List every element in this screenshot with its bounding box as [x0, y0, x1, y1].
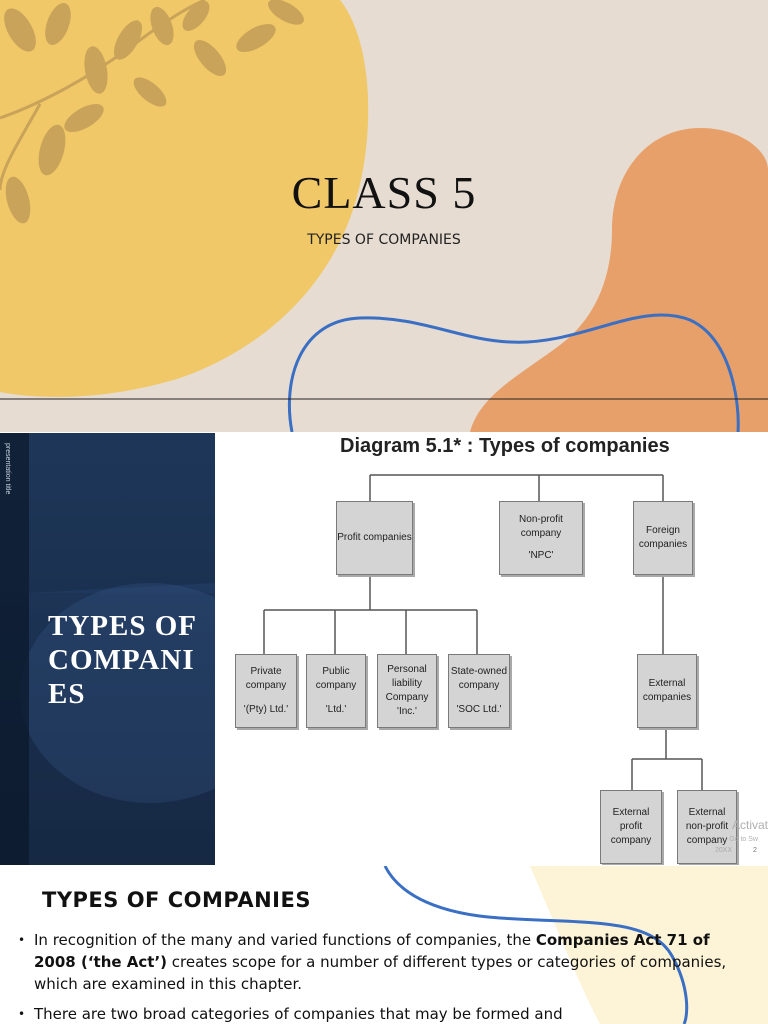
- box-public-company: Public company 'Ltd.': [306, 654, 366, 728]
- box-label: companies: [638, 539, 688, 550]
- decorative-background: [383, 866, 768, 1024]
- box-label: Profit companies: [337, 532, 412, 543]
- box-label: 'SOC Ltd.': [456, 704, 502, 715]
- bullet-text: In recognition of the many and varied fu…: [34, 931, 536, 949]
- slide-page-number: 2: [753, 847, 757, 854]
- box-label: company: [245, 680, 287, 691]
- box-private-company: Private company '(Pty) Ltd.': [235, 654, 297, 728]
- decorative-background: [0, 0, 768, 432]
- activation-watermark: Activat: [731, 818, 768, 832]
- list-item: • In recognition of the many and varied …: [18, 929, 738, 995]
- bullet-text: There are two broad categories of compan…: [34, 1005, 563, 1023]
- text-slide: TYPES OF COMPANIES • In recognition of t…: [0, 866, 768, 1024]
- box-label: company: [610, 835, 652, 846]
- box-label: 'Ltd.': [325, 704, 347, 715]
- diagram-connectors: [263, 474, 703, 790]
- box-foreign-companies: Foreign companies: [633, 501, 693, 575]
- box-label: 'NPC': [528, 550, 554, 561]
- bullet-icon: •: [18, 933, 26, 947]
- presentation-title-label: presentation title: [4, 443, 11, 495]
- bullet-icon: •: [18, 1007, 26, 1021]
- box-label: non-profit: [685, 821, 729, 832]
- box-label: Company: [385, 692, 429, 703]
- diagram-title: Diagram 5.1* : Types of companies: [340, 435, 670, 457]
- box-external-non-profit-company: External non-profit company: [677, 790, 737, 864]
- box-label: company: [520, 528, 562, 539]
- slide-heading-line: TYPES OF: [48, 610, 197, 642]
- slide-heading-line: COMPANI: [48, 644, 195, 676]
- slide-subtitle: TYPES OF COMPANIES: [307, 232, 461, 248]
- slide-sidebar-panel: presentation title TYPES OF COMPANI ES: [0, 433, 215, 865]
- leaf-branch-icon: [0, 0, 304, 224]
- vertical-strip: [0, 433, 29, 865]
- box-label: '(Pty) Ltd.': [243, 704, 289, 715]
- slide-date: 20XX: [715, 847, 733, 854]
- diagram-slide: presentation title TYPES OF COMPANI ES D…: [0, 433, 768, 865]
- box-label: State-owned: [450, 666, 508, 677]
- box-label: company: [458, 680, 500, 691]
- box-label: Non-profit: [519, 514, 563, 525]
- box-state-owned-company: State-owned company 'SOC Ltd.': [448, 654, 510, 728]
- box-label: company: [315, 680, 357, 691]
- bullet-text: creates scope for a number of different …: [34, 953, 727, 993]
- box-label: 'Inc.': [397, 706, 417, 717]
- bullet-bold-text: Companies Act 71 of 2008 (‘the Act’): [34, 931, 710, 971]
- slide-heading: TYPES OF COMPANI ES: [48, 609, 215, 711]
- box-label: company: [686, 835, 728, 846]
- slide-heading: TYPES OF COMPANIES: [42, 888, 311, 912]
- title-slide: CLASS 5 TYPES OF COMPANIES: [0, 0, 768, 432]
- box-label: External: [648, 678, 686, 689]
- box-non-profit-company: Non-profit company 'NPC': [499, 501, 583, 575]
- company-types-diagram: Diagram 5.1* : Types of companies: [215, 433, 768, 865]
- slide-title: CLASS 5: [291, 167, 477, 218]
- box-profit-companies: Profit companies: [336, 501, 413, 575]
- decorative-gradient: [0, 433, 215, 865]
- box-label: Private: [250, 666, 282, 677]
- list-item: • There are two broad categories of comp…: [18, 1003, 738, 1024]
- box-label: companies: [642, 692, 692, 703]
- box-external-companies: External companies: [637, 654, 697, 728]
- box-external-profit-company: External profit company: [600, 790, 662, 864]
- box-label: profit: [619, 821, 643, 832]
- box-label: External: [688, 807, 726, 818]
- box-label: Foreign: [646, 525, 680, 536]
- activation-watermark-sub: Go to Sw: [729, 836, 758, 843]
- box-label: liability: [391, 678, 422, 689]
- box-personal-liability-company: Personal liability Company 'Inc.': [377, 654, 437, 728]
- bullet-list: • In recognition of the many and varied …: [18, 929, 738, 1024]
- box-label: Public: [322, 666, 350, 677]
- slide-heading-line: ES: [48, 678, 86, 710]
- box-label: External: [612, 807, 650, 818]
- box-label: Personal: [387, 664, 427, 675]
